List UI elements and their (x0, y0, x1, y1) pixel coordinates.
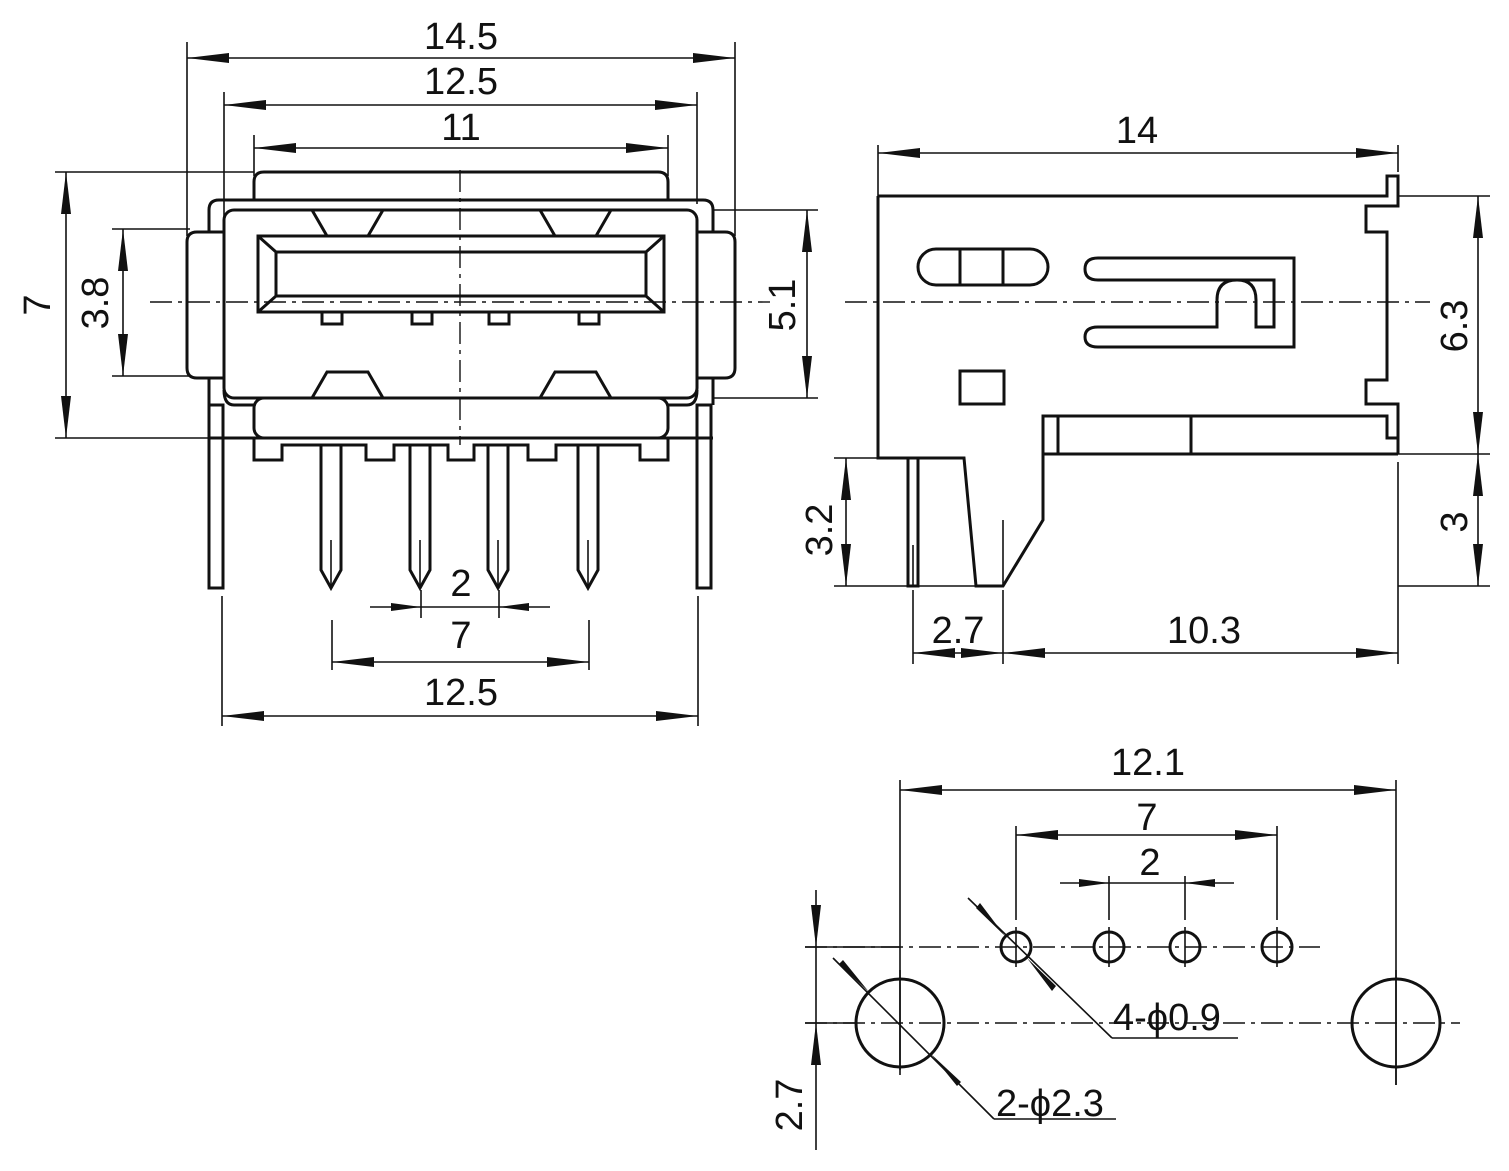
side-view: 14 6.3 3 3.2 2.7 10.3 (799, 110, 1490, 664)
dim-rear-offset: 10.3 (1167, 610, 1241, 652)
dim-mount-span: 12.1 (1111, 742, 1185, 784)
dim-leg-height: 3 (1434, 511, 1476, 532)
dim-body-height: 6.3 (1434, 300, 1476, 353)
dim-height-overall: 7 (17, 294, 59, 315)
label-mount-holes: 2-ϕ2.3 (996, 1083, 1104, 1125)
dim-front-offset: 2.7 (932, 610, 985, 652)
dim-pin-pitch: 2 (450, 563, 471, 605)
dim-pin-span: 7 (450, 615, 471, 657)
dim-height-body: 5.1 (762, 279, 804, 332)
dim-footprint-pin-span: 7 (1136, 797, 1157, 839)
dim-width-overall: 14.5 (424, 16, 498, 58)
dim-row-offset: 2.7 (769, 1079, 811, 1132)
dim-leg-span: 12.5 (424, 672, 498, 714)
dim-width-shell: 12.5 (424, 61, 498, 103)
pcb-footprint: 12.1 7 2 4-ϕ0.9 2-ϕ2.3 2.7 (769, 742, 1460, 1150)
front-view: 14.5 12.5 11 7 3.8 5.1 2 7 12.5 (17, 16, 818, 726)
dim-width-opening: 11 (441, 107, 480, 149)
dim-pin-length: 3.2 (799, 504, 841, 557)
label-pin-holes: 4-ϕ0.9 (1113, 997, 1221, 1039)
dim-length-overall: 14 (1116, 110, 1158, 152)
dim-height-opening: 3.8 (75, 277, 117, 330)
dim-footprint-pin-pitch: 2 (1139, 842, 1160, 884)
